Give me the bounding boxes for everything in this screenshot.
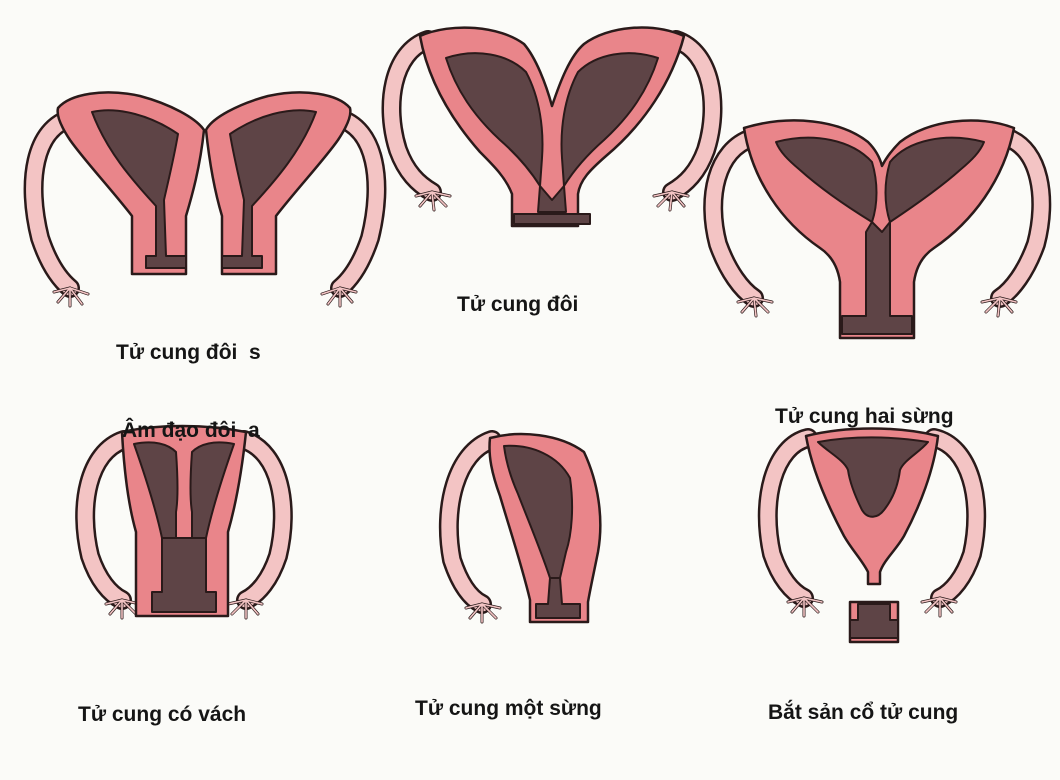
cervical-canal — [151, 537, 217, 613]
panel-uterus-didelphys — [23, 91, 387, 308]
left-uterine-cavity — [91, 109, 187, 269]
panel-cervical-agenesis — [757, 427, 987, 644]
cervical-canal — [537, 185, 567, 213]
panel-unicornuate-uterus — [438, 430, 602, 624]
caption-line-1: Tử cung hai sừng — [775, 405, 954, 428]
caption-line-2: Âm đạo đôi a — [122, 419, 260, 442]
caption-line-1: Tử cung đôi s — [116, 341, 261, 364]
panel-septate-uterus — [75, 424, 293, 620]
caption-line-1: Tử cung đôi — [457, 293, 579, 316]
left-fimbriae — [786, 596, 824, 618]
left-fimbriae — [104, 598, 142, 620]
right-fimbriae — [226, 598, 264, 620]
caption-uterus-duplex: Tử cung đôi — [457, 240, 578, 370]
caption-bicornuate-uterus: Tử cung hai sừng — [775, 352, 954, 482]
right-septum-cavity — [189, 441, 235, 539]
right-fimbriae — [320, 286, 358, 308]
caption-line-1: Bắt sản cổ tử cung — [768, 701, 959, 724]
right-fimbriae — [980, 296, 1018, 318]
left-fimbriae — [414, 190, 452, 212]
caption-uterus-didelphys: Tử cung đôi s Âm đạo đôi a — [116, 288, 261, 496]
caption-unicornuate-uterus: Tử cung một sừng — [415, 644, 602, 774]
right-uterine-cavity — [221, 109, 317, 269]
caption-cervical-agenesis: Bắt sản cổ tử cung — [768, 648, 958, 778]
caption-line-1: Tử cung có vách — [78, 703, 247, 726]
panel-bicornuate-uterus — [703, 119, 1052, 340]
panel-uterus-duplex — [381, 26, 723, 228]
left-septum-cavity — [133, 441, 179, 539]
single-horn-cavity — [503, 444, 574, 579]
cervical-canal — [841, 221, 913, 335]
right-fimbriae — [652, 190, 690, 212]
vaginal-vault — [513, 213, 591, 225]
illustration-canvas — [23, 26, 1052, 644]
left-fimbriae — [52, 286, 90, 308]
right-fimbriae — [920, 596, 958, 618]
caption-line-1: Tử cung một sừng — [415, 697, 602, 720]
left-uterine-cavity — [445, 52, 544, 187]
cervical-canal — [535, 577, 581, 619]
left-fimbriae — [736, 296, 774, 318]
caption-septate-uterus: Tử cung có vách — [78, 650, 246, 780]
vaginal-cavity — [849, 603, 899, 639]
anomaly-diagram: Tử cung đôi s Âm đạo đôi a Tử cung đôi T… — [23, 26, 1052, 726]
left-fimbriae — [464, 602, 502, 624]
right-uterine-cavity — [560, 52, 659, 187]
uterine-cavity — [817, 436, 929, 518]
